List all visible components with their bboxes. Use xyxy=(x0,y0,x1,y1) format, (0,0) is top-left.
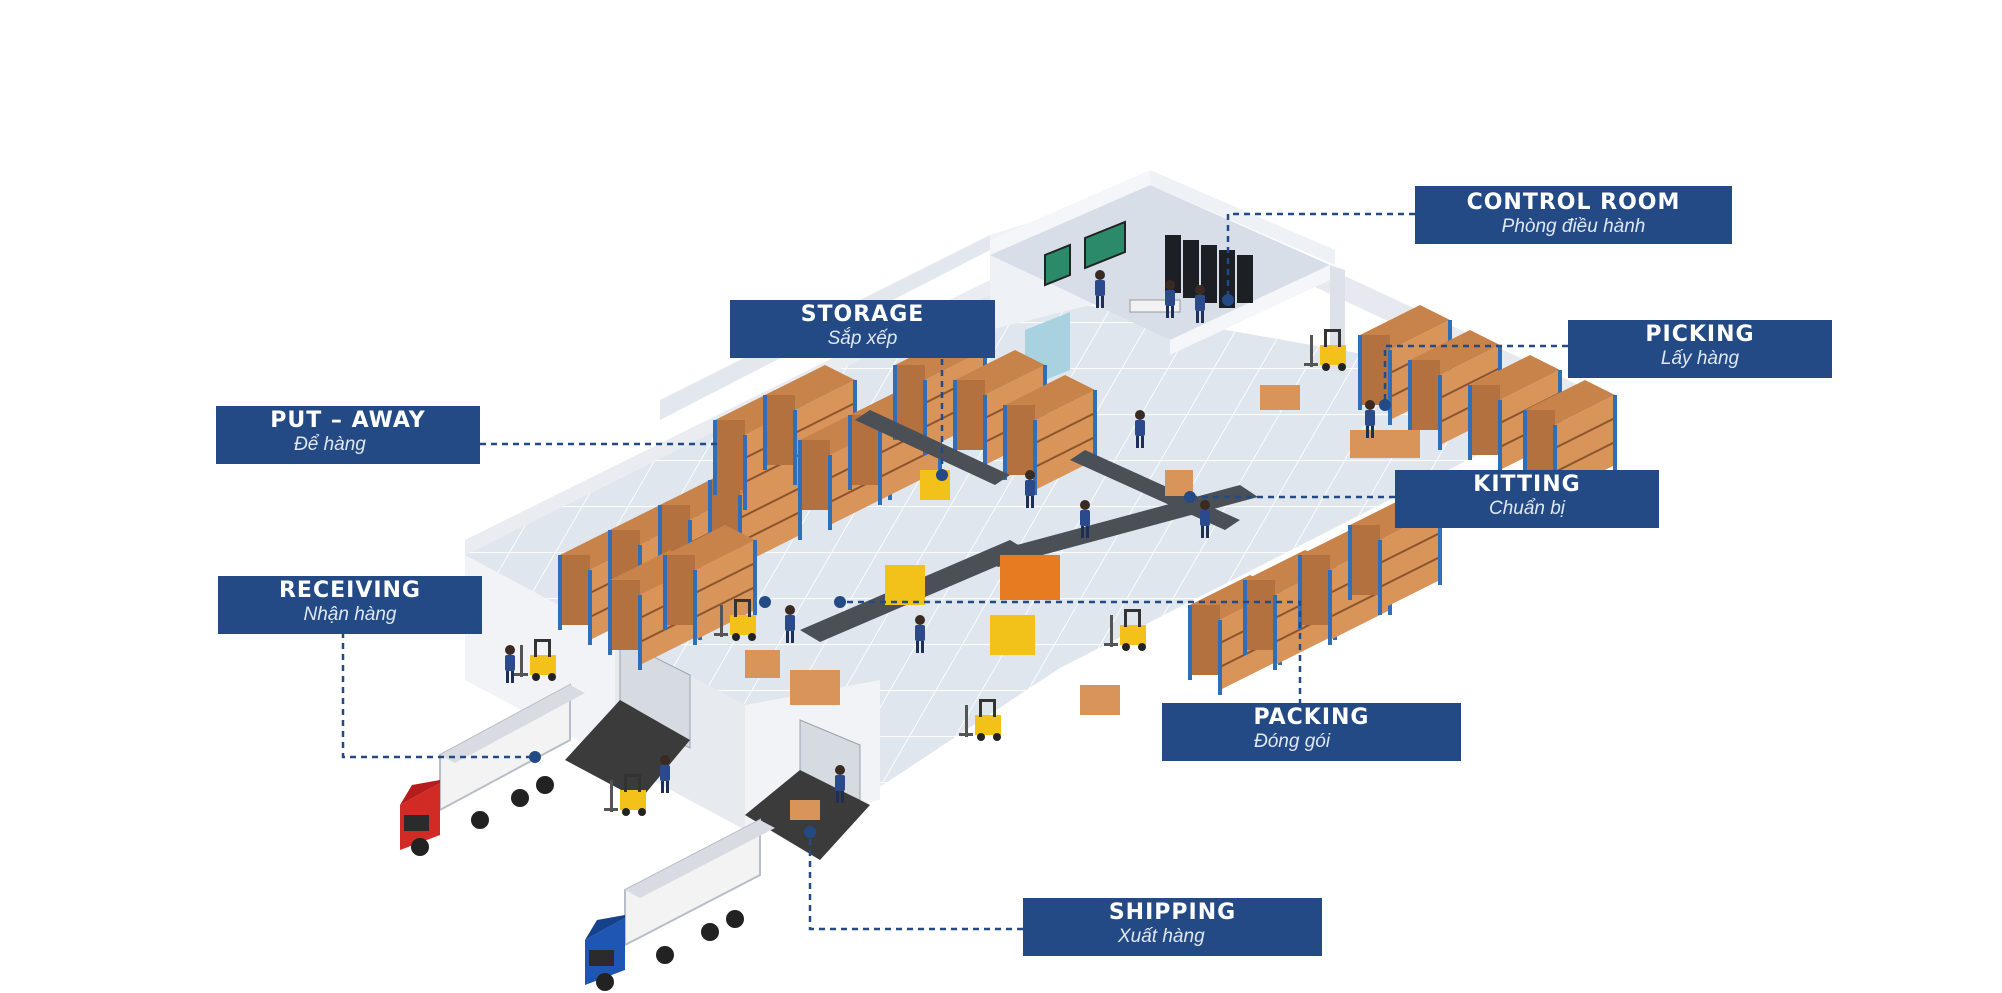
label-receiving: RECEIVING Nhận hàng xyxy=(218,576,482,634)
label-shipping-title: SHIPPING xyxy=(1108,900,1237,925)
label-kitting-subtitle: Chuẩn bị xyxy=(1488,498,1566,519)
label-shipping: SHIPPING Xuất hàng xyxy=(1023,898,1322,956)
label-storage-subtitle: Sắp xếp xyxy=(827,328,898,349)
label-control-room: CONTROL ROOM Phòng điều hành xyxy=(1415,186,1732,244)
label-control-room-title: CONTROL ROOM xyxy=(1466,190,1681,215)
label-kitting-title: KITTING xyxy=(1473,472,1581,497)
anchor-dots xyxy=(529,294,1391,838)
label-shipping-subtitle: Xuất hàng xyxy=(1118,926,1205,947)
label-picking-title: PICKING xyxy=(1645,322,1755,347)
label-put-away-title: PUT – AWAY xyxy=(270,408,426,433)
label-storage-title: STORAGE xyxy=(800,302,925,327)
label-put-away: PUT – AWAY Để hàng xyxy=(216,406,480,464)
label-receiving-subtitle: Nhận hàng xyxy=(303,604,397,625)
leader-lines xyxy=(341,212,1568,931)
label-kitting: KITTING Chuẩn bị xyxy=(1395,470,1659,528)
label-packing-subtitle: Đóng gói xyxy=(1254,731,1331,752)
label-picking: PICKING Lấy hàng xyxy=(1568,320,1832,378)
label-packing: PACKING Đóng gói xyxy=(1162,703,1461,761)
label-packing-title: PACKING xyxy=(1253,705,1370,730)
red-truck xyxy=(400,683,585,856)
receiving-ramp xyxy=(565,700,690,800)
label-put-away-subtitle: Để hàng xyxy=(294,434,366,455)
label-storage: STORAGE Sắp xếp xyxy=(730,300,995,358)
blue-truck xyxy=(585,818,775,991)
label-receiving-title: RECEIVING xyxy=(278,578,421,603)
label-picking-subtitle: Lấy hàng xyxy=(1660,348,1740,369)
label-control-room-subtitle: Phòng điều hành xyxy=(1501,216,1646,237)
